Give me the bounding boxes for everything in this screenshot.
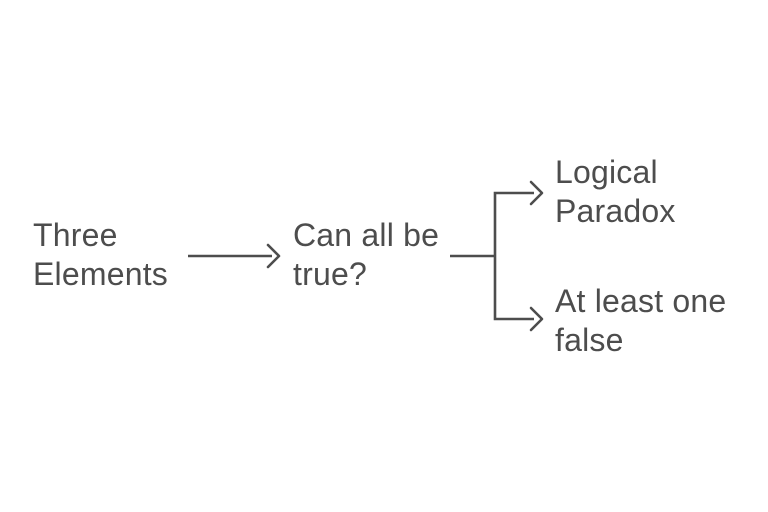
node-can-all-be-true: Can all be true? [293,217,440,292]
branch-bracket [493,191,534,321]
arrowhead-icon [529,306,544,332]
arrowhead-icon [266,243,281,269]
arrowhead-icon [529,180,544,206]
node-logical-paradox: Logical Paradox [555,154,676,229]
node-at-least-one-false: At least one false [555,283,727,358]
node-three-elements: Three Elements [33,217,168,292]
